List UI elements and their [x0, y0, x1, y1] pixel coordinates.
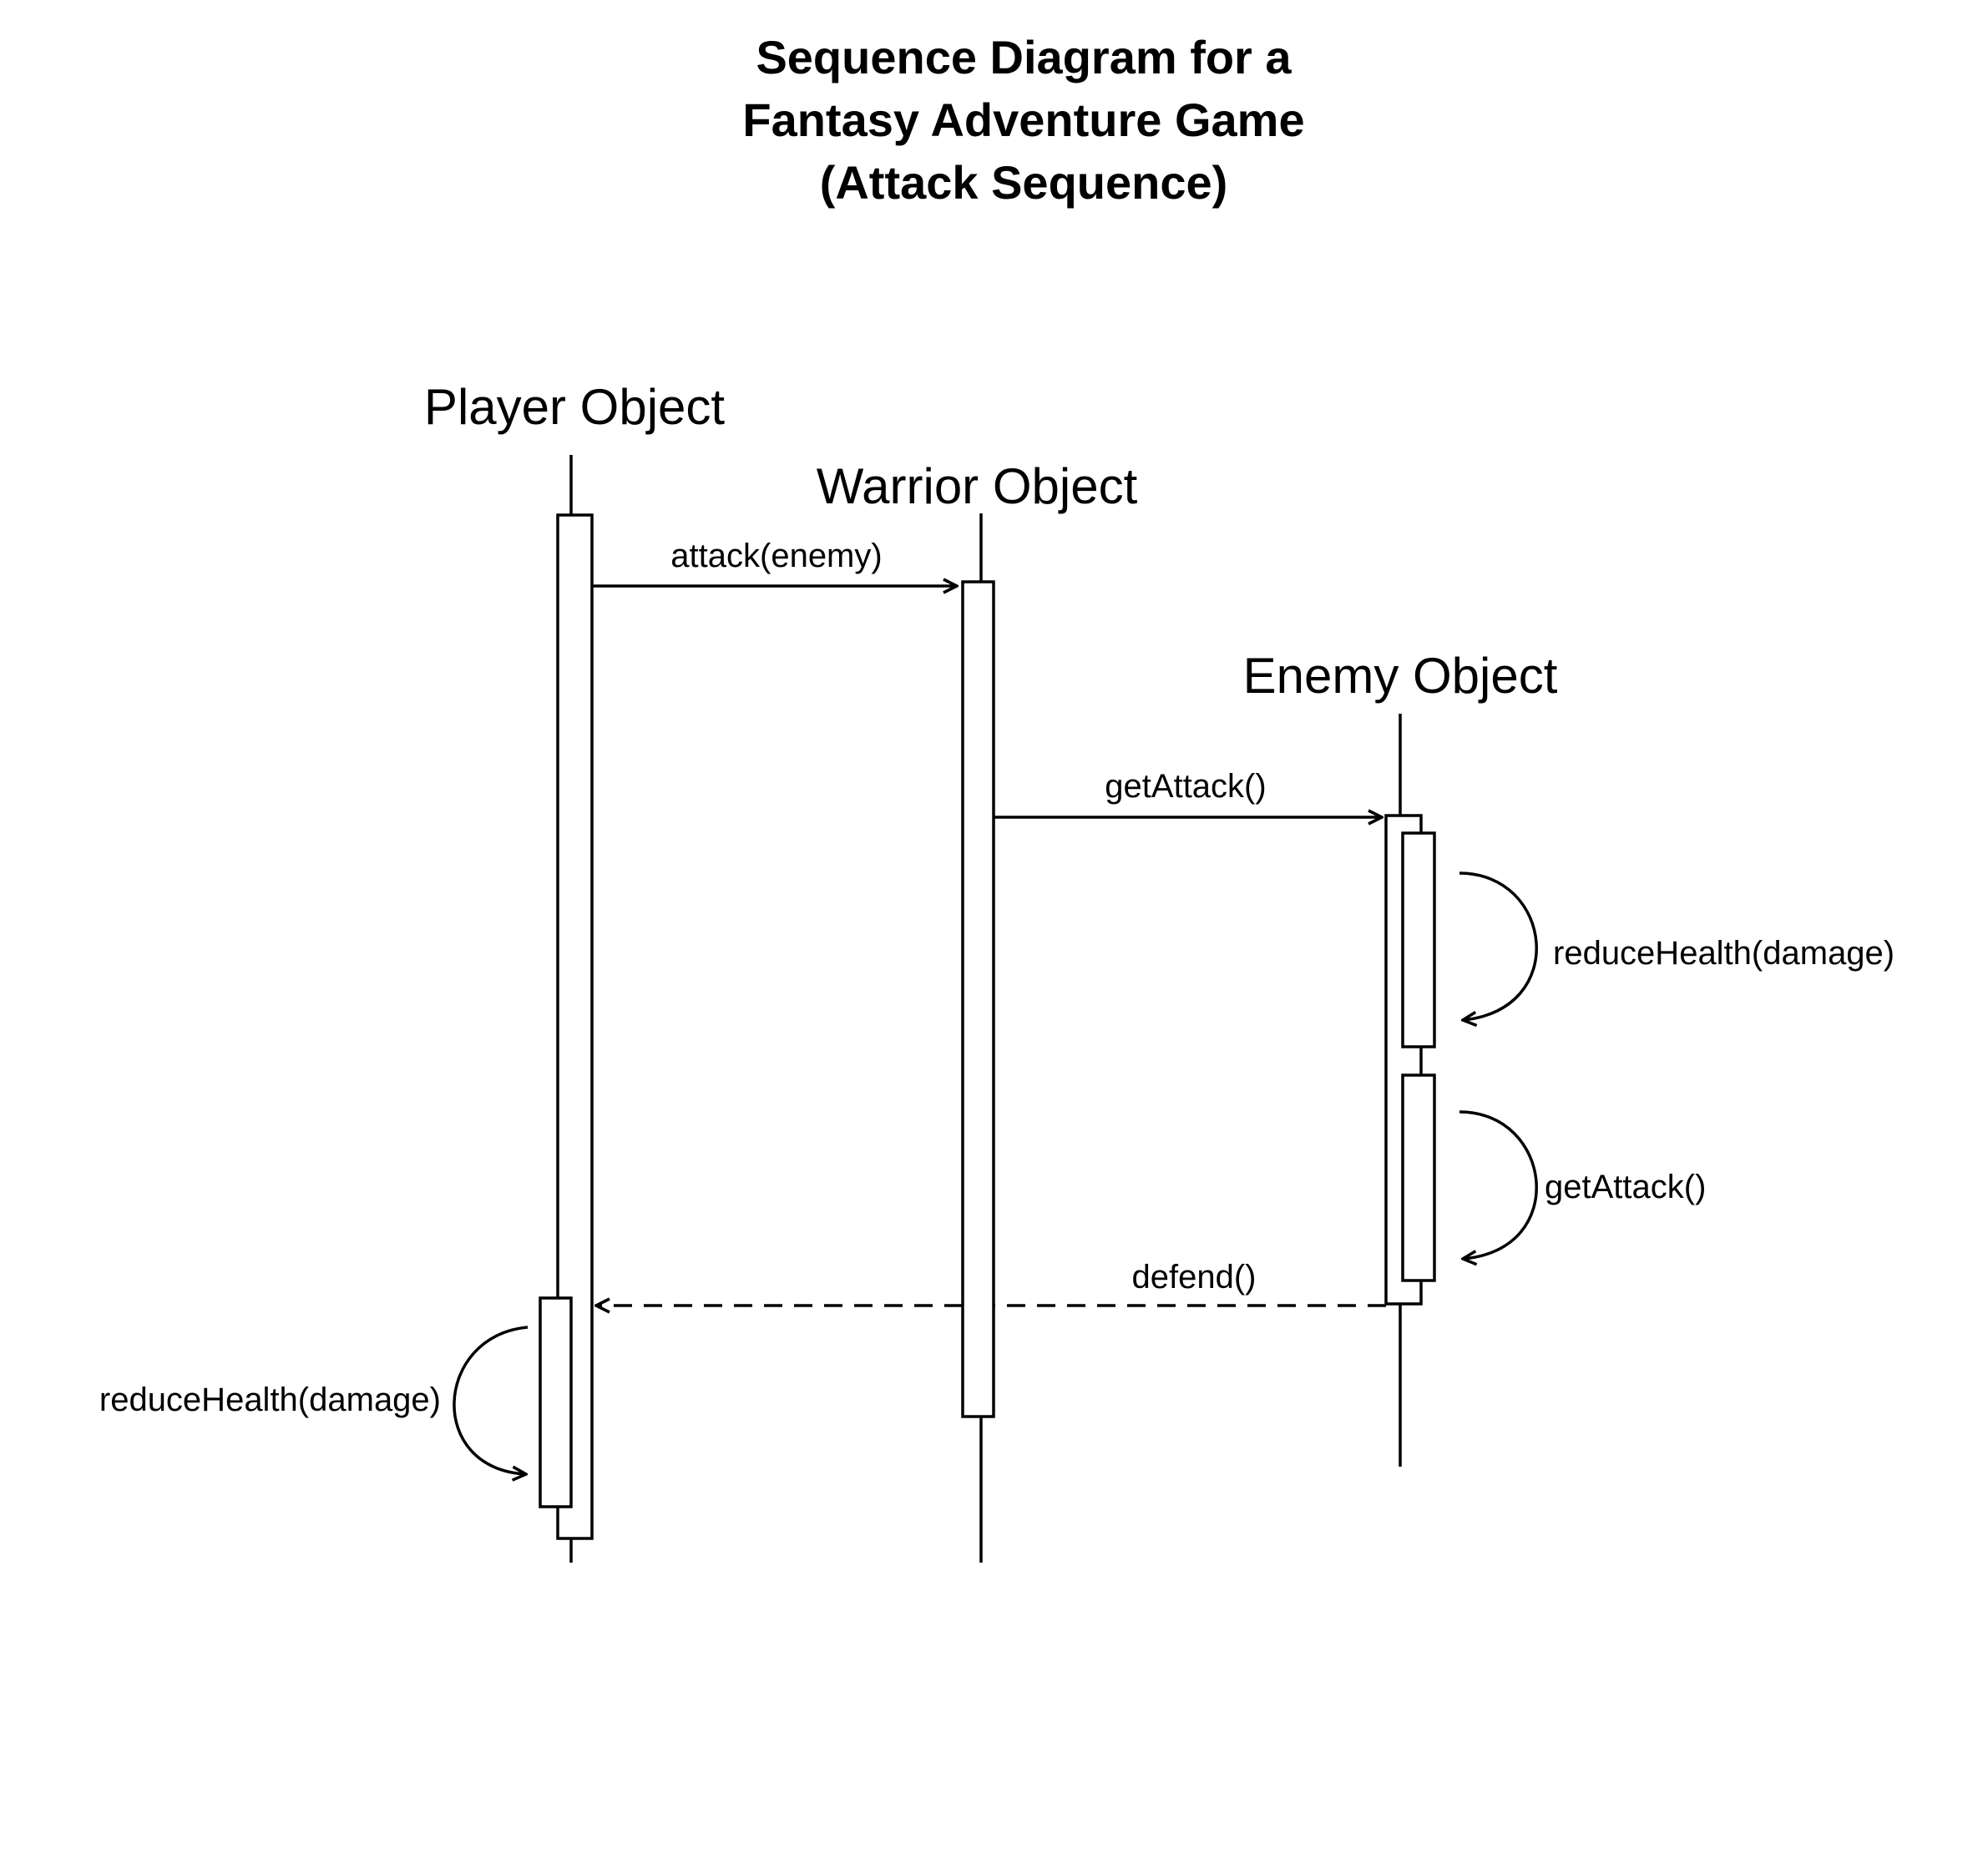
activation-bar-enemy-reduce-health [1401, 831, 1436, 1048]
lifeline-label-player: Player Object [424, 379, 725, 435]
activation-bar-enemy-get-attack [1401, 1073, 1436, 1282]
message-label-enemy-reduce-health: reduceHealth(damage) [1553, 935, 1894, 972]
lifeline-label-enemy: Enemy Object [1243, 648, 1558, 704]
activation-bar-player-reduce-health [539, 1296, 573, 1508]
message-label-player-reduce-health: reduceHealth(damage) [99, 1382, 441, 1418]
message-label-enemy-get-attack: getAttack() [1545, 1169, 1706, 1205]
self-message-arrow-player-reduce-health [453, 1326, 528, 1474]
message-label-defend: defend() [1132, 1259, 1257, 1296]
lifeline-label-warrior: Warrior Object [817, 458, 1138, 514]
message-label-get-attack: getAttack() [1105, 768, 1266, 805]
diagram-title-line-3: (Attack Sequence) [820, 156, 1228, 209]
activation-bar-warrior [961, 580, 995, 1418]
message-label-attack: attack(enemy) [670, 538, 882, 574]
diagram-title-line-2: Fantasy Adventure Game [742, 93, 1304, 146]
diagram-title-line-1: Sequence Diagram for a [756, 31, 1292, 83]
self-message-arrow-enemy-get-attack [1459, 1110, 1538, 1259]
self-message-arrow-enemy-reduce-health [1459, 871, 1538, 1020]
